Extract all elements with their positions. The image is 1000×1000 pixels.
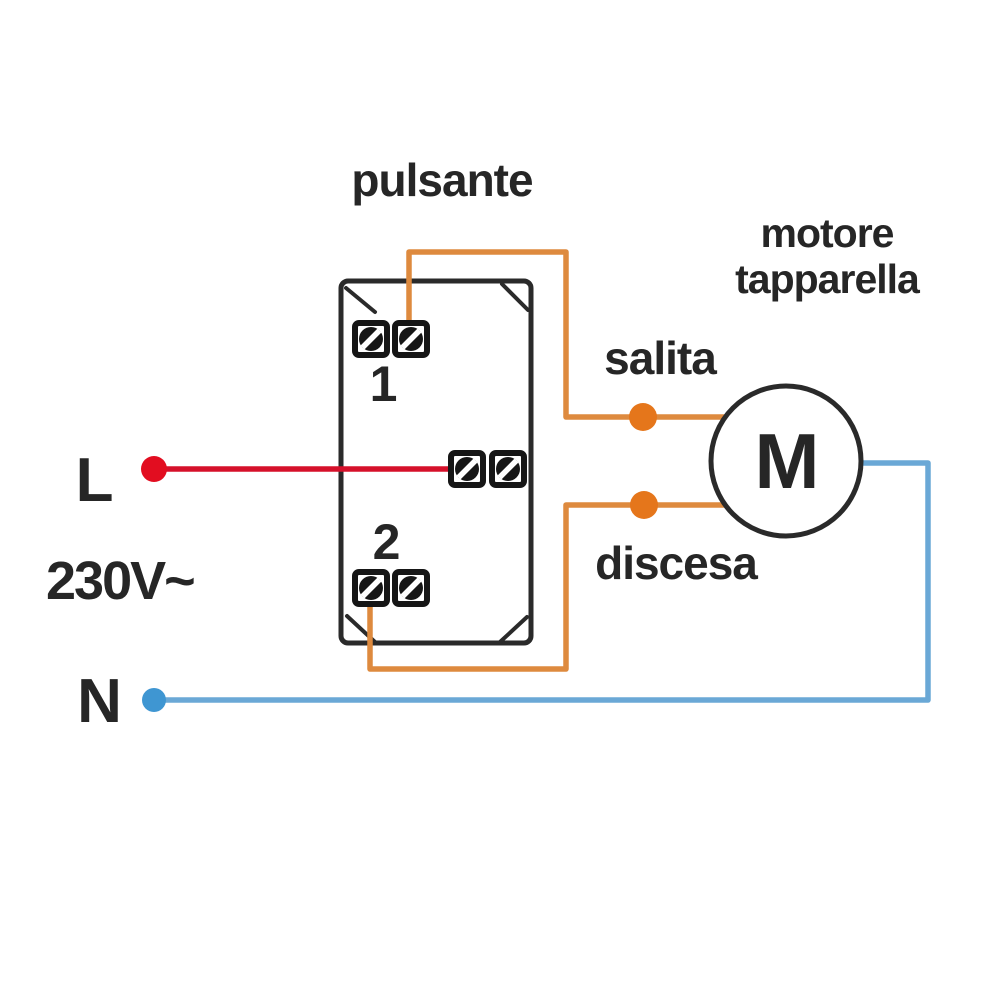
screw-terminal-icon xyxy=(355,572,387,604)
screw-terminal-icon xyxy=(492,453,524,485)
corner-mark-top-right xyxy=(500,282,530,312)
neutral-wire xyxy=(154,460,931,703)
screw-terminal-icon xyxy=(395,323,427,355)
motor-circle xyxy=(708,383,864,539)
motor-title-line1: motore xyxy=(761,210,894,256)
discesa-label: discesa xyxy=(595,537,758,589)
terminal-1-label: 1 xyxy=(370,356,397,412)
discesa-node xyxy=(630,491,658,519)
neutral-node xyxy=(142,688,166,712)
neutral-label: N xyxy=(77,667,121,736)
line-label: L xyxy=(76,446,113,515)
voltage-label: 230V~ xyxy=(46,551,194,611)
motor-title-line2: tapparella xyxy=(735,256,921,302)
screw-terminal-icon xyxy=(395,572,427,604)
salita-label: salita xyxy=(604,332,717,384)
corner-mark-top-left xyxy=(344,286,377,314)
corner-mark-bottom-right xyxy=(498,615,529,644)
salita-wire xyxy=(406,249,726,420)
pushbutton-switch-box xyxy=(338,278,534,646)
switch-title-label: pulsante xyxy=(351,154,533,206)
discesa-wire xyxy=(367,502,726,672)
salita-node xyxy=(629,403,657,431)
motor-symbol: M xyxy=(755,417,820,505)
screw-terminal-icon xyxy=(355,323,387,355)
terminal-2-label: 2 xyxy=(373,514,400,570)
screw-terminal-icon xyxy=(451,453,483,485)
live-node xyxy=(141,456,167,482)
